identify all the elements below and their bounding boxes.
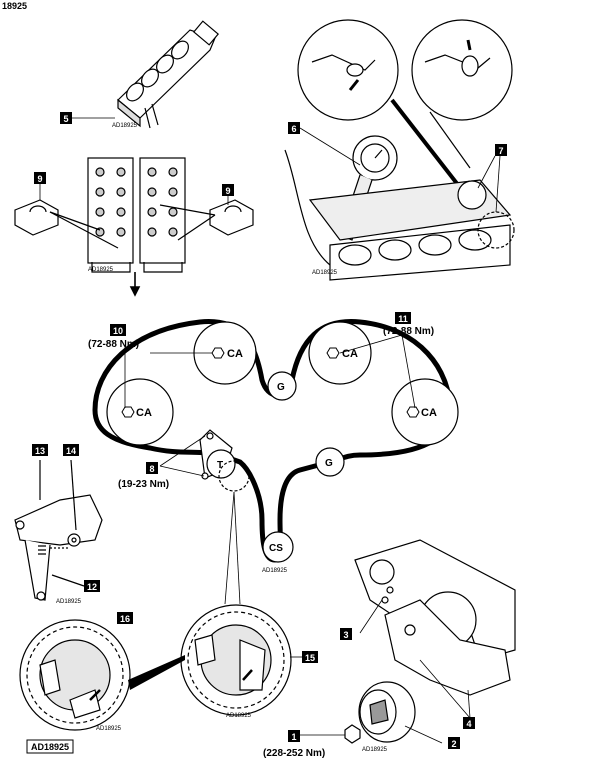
callout-3: 3 [340, 628, 352, 640]
callout-10-torque: (72-88 Nm) [88, 339, 139, 350]
callout-14: 14 [63, 444, 79, 456]
timing-belt [92, 319, 453, 563]
callout-13: 13 [32, 444, 48, 456]
callout-4: 4 [463, 717, 475, 729]
tensioner-pulley [199, 429, 250, 492]
figure-ref-1: AD18925 [362, 747, 388, 753]
tensioner-pulley-label: T [217, 460, 223, 471]
callout-10-number: 10 [113, 326, 123, 336]
callout-1: 1 (228-252 Nm) [263, 730, 325, 759]
timing-cover-illustration [354, 539, 516, 696]
guide-pulley-label-2: G [325, 458, 333, 469]
figure-ref-12: AD18925 [56, 599, 82, 605]
timing-mark-detail-right [180, 604, 292, 716]
cam-pulley-left-outer [106, 378, 174, 446]
callout-7: 7 [477, 144, 507, 213]
callout-9-left-number: 9 [37, 174, 42, 184]
callout-2-number: 2 [451, 739, 456, 749]
cylinder-head-illustration [87, 157, 186, 273]
bearing-cap-left [14, 199, 119, 249]
cam-pulley-label-4: CA [421, 407, 437, 419]
callout-16: 16 [117, 612, 133, 624]
callout-2: 2 [448, 737, 460, 749]
callout-1-torque: (228-252 Nm) [263, 748, 325, 759]
figure-ref-16: AD18925 [96, 726, 122, 732]
callout-8-number: 8 [149, 464, 154, 474]
guide-pulley-label-1: G [277, 382, 285, 393]
cam-pulley-label-1: CA [227, 348, 243, 360]
guide-pulley-lower [315, 447, 345, 477]
callout-3-number: 3 [343, 630, 348, 640]
callout-4-number: 4 [466, 719, 471, 729]
crankshaft-pulley-detail [344, 681, 416, 744]
callout-16-number: 16 [120, 614, 130, 624]
callout-5: 5 [60, 112, 115, 124]
callout-11-torque: (72-88 Nm) [383, 326, 434, 337]
callout-13-number: 13 [35, 446, 45, 456]
figure-ref-15: AD18925 [226, 713, 252, 719]
cam-pulley-label-3: CA [136, 407, 152, 419]
callout-12-number: 12 [87, 582, 97, 592]
figure-ref-5: AD18925 [112, 123, 138, 129]
down-arrow-icon [129, 272, 141, 297]
leader-lines-belt [124, 334, 416, 605]
callout-9-right-number: 9 [225, 186, 230, 196]
footer-ref-box: AD18925 [26, 739, 74, 754]
callout-7-number: 7 [498, 146, 503, 156]
figure-ref-6: AD18925 [312, 270, 338, 276]
leader-lines-cover [300, 599, 471, 744]
callout-15-number: 15 [305, 653, 315, 663]
timing-mark-detail-left [19, 619, 131, 731]
camshaft-assembly-illustration [117, 20, 220, 129]
callout-12: 12 [84, 580, 100, 592]
engine-dial-gauge-illustration [284, 19, 515, 281]
callout-9-left: 9 [34, 172, 46, 200]
callout-9-right: 9 [222, 184, 234, 205]
cam-pulley-right-outer [391, 378, 459, 446]
callout-8: 8 (19-23 Nm) [118, 462, 169, 490]
callout-11: 11 (72-88 Nm) [383, 312, 434, 337]
bearing-cap-right [159, 199, 254, 241]
callout-1-number: 1 [291, 732, 296, 742]
guide-pulley-upper [267, 371, 297, 401]
callout-5-number: 5 [63, 114, 68, 124]
figure-ref-belt: AD18925 [262, 568, 288, 574]
callout-6-number: 6 [291, 124, 296, 134]
figure-ref-9: AD18925 [88, 267, 114, 273]
callout-10: 10 (72-88 Nm) [88, 324, 139, 350]
connector-wedge [128, 655, 185, 690]
footer-ref-text: AD18925 [31, 742, 69, 752]
callout-11-number: 11 [398, 314, 408, 324]
callout-14-number: 14 [66, 446, 76, 456]
crankshaft-pulley [262, 531, 294, 563]
tensioner-bracket-illustration [14, 459, 103, 601]
callout-15: 15 [290, 651, 318, 663]
callout-6: 6 [288, 122, 361, 166]
callout-8-torque: (19-23 Nm) [118, 479, 169, 490]
crankshaft-pulley-label: CS [269, 543, 283, 554]
header-ref-code: 18925 [2, 1, 27, 11]
